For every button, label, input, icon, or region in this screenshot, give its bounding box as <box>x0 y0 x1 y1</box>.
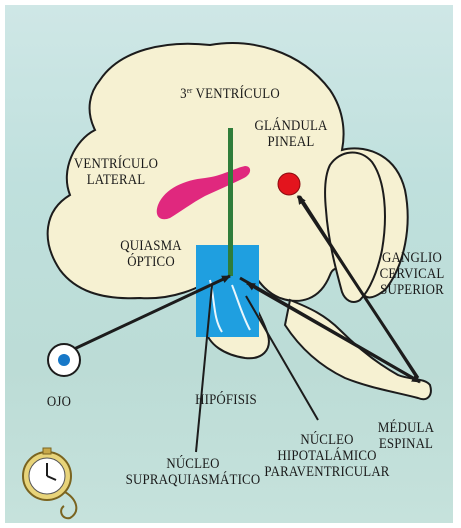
label-ganglion-line1: GANGLIO <box>378 250 447 266</box>
label-ganglion: GANGLIO CERVICAL SUPERIOR <box>378 250 447 298</box>
label-pvn-line2: HIPOTALÁMICO <box>263 448 392 464</box>
label-scn-line2: SUPRAQUIASMÁTICO <box>120 472 266 488</box>
label-pineal: GLÁNDULA PINEAL <box>254 118 328 150</box>
label-ganglion-line3: SUPERIOR <box>378 282 447 298</box>
label-third-ventricle: 3er VENTRÍCULO <box>178 86 281 102</box>
hypothalamus-box <box>196 245 259 337</box>
label-lateral-ventricle: VENTRÍCULO LATERAL <box>73 156 159 188</box>
label-optic-chiasm: QUIASMA ÓPTICO <box>114 238 188 270</box>
label-pvn-line3: PARAVENTRICULAR <box>263 464 392 480</box>
label-lateral-line1: VENTRÍCULO <box>73 156 159 172</box>
label-ganglion-line2: CERVICAL <box>378 266 447 282</box>
label-pvn: NÚCLEO HIPOTALÁMICO PARAVENTRICULAR <box>263 432 392 480</box>
label-chiasm-line2: ÓPTICO <box>114 254 188 270</box>
pineal-gland <box>278 173 300 195</box>
eye-icon <box>48 344 80 376</box>
brainstem-outline <box>285 300 431 399</box>
third-ventricle <box>228 128 233 276</box>
label-scn: NÚCLEO SUPRAQUIASMÁTICO <box>120 456 266 488</box>
pocket-watch-icon <box>23 448 76 518</box>
label-pvn-line1: NÚCLEO <box>263 432 392 448</box>
label-lateral-line2: LATERAL <box>73 172 159 188</box>
label-pituitary: HIPÓFISIS <box>192 392 261 408</box>
label-pituitary-text: HIPÓFISIS <box>192 392 261 408</box>
label-chiasm-line1: QUIASMA <box>114 238 188 254</box>
label-third-ventricle-word: VENTRÍCULO <box>193 86 280 102</box>
label-eye: OJO <box>38 394 81 410</box>
label-eye-text: OJO <box>38 394 81 410</box>
label-pineal-line1: GLÁNDULA <box>254 118 328 134</box>
label-scn-line1: NÚCLEO <box>120 456 266 472</box>
label-pineal-line2: PINEAL <box>254 134 328 150</box>
